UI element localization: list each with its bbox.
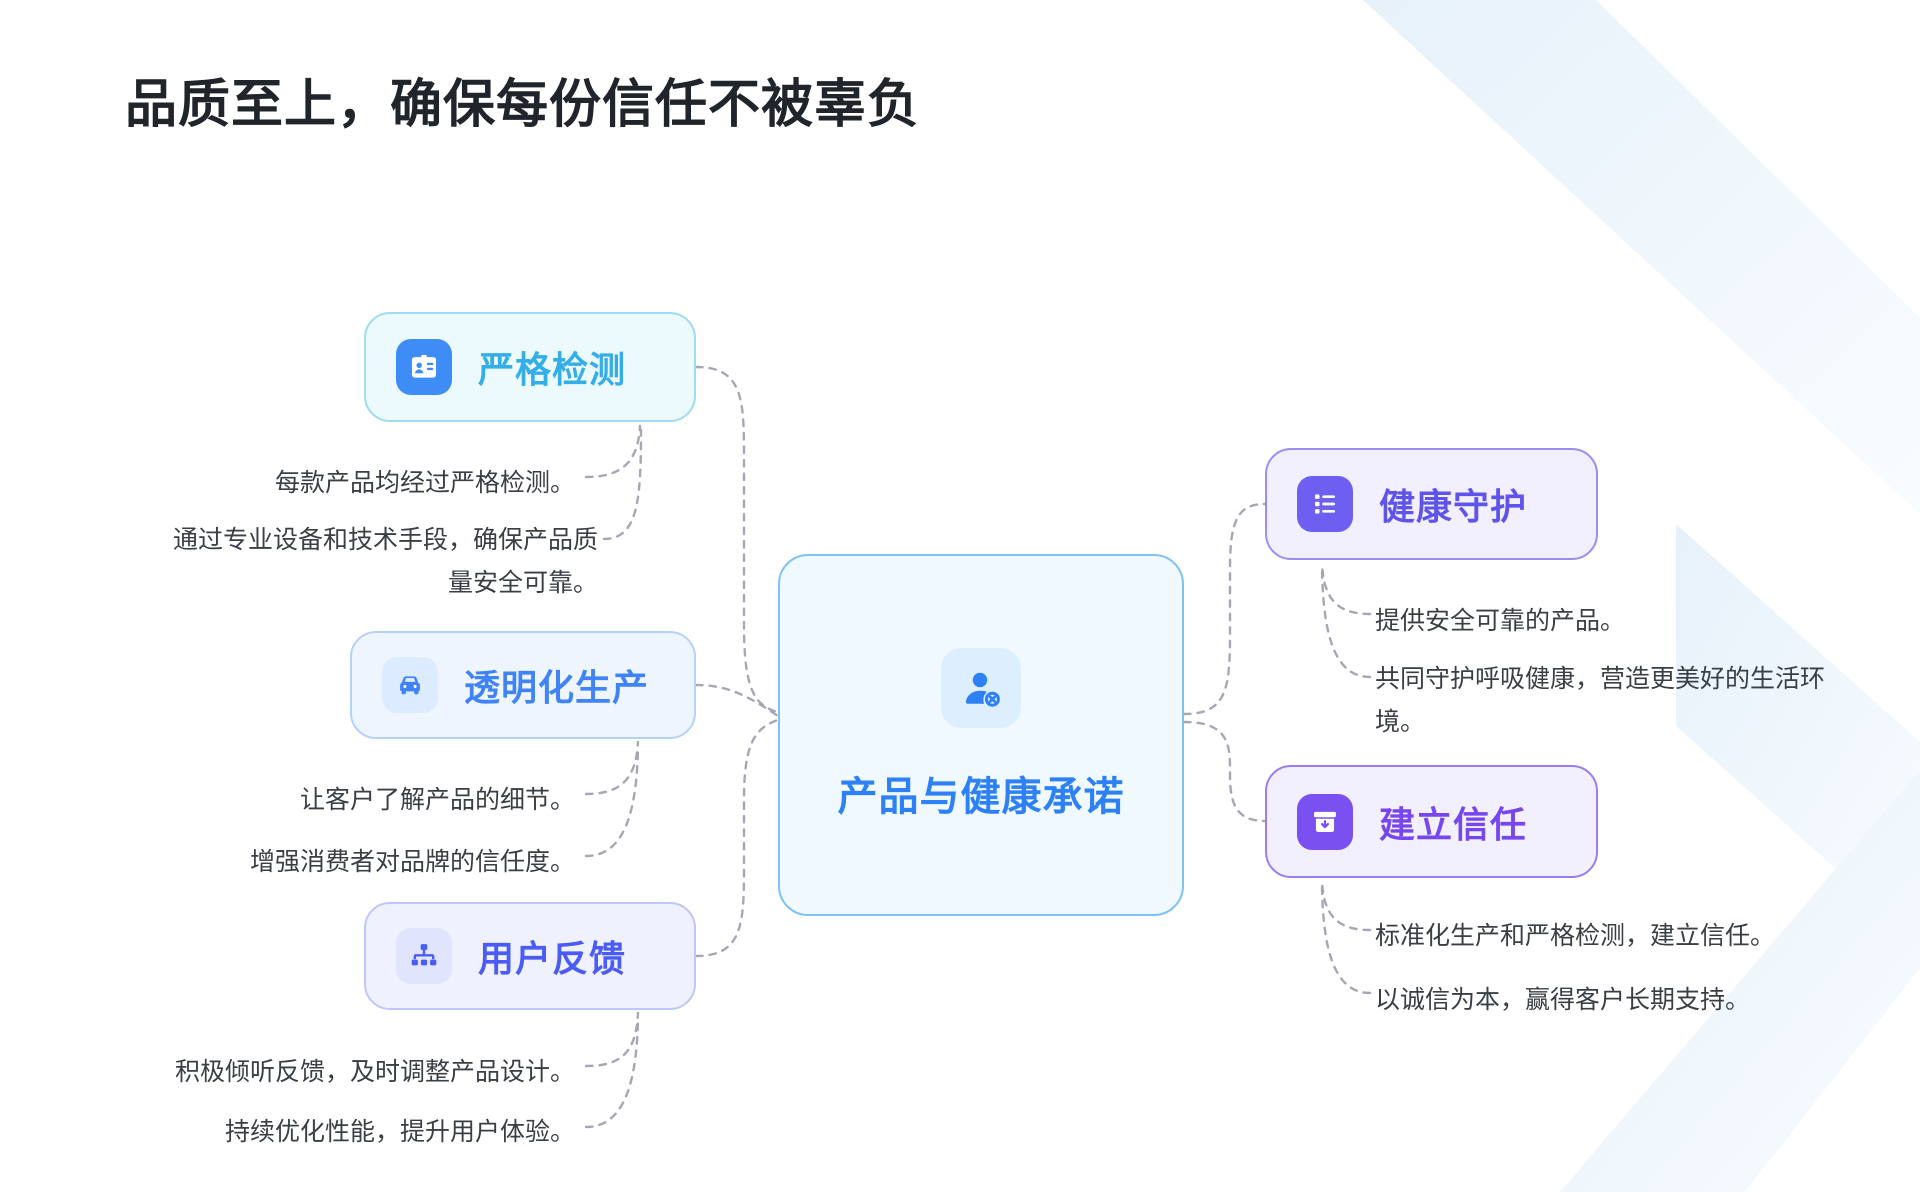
note-trust-1: 标准化生产和严格检测，建立信任。 (1375, 922, 1776, 950)
edge-feedback-to-center (694, 718, 780, 958)
edge-trust-note-1 (1320, 880, 1372, 932)
car-icon (382, 657, 438, 713)
edge-trust-note-2 (1320, 884, 1372, 995)
node-label: 健康守护 (1379, 486, 1528, 527)
node-build-trust[interactable]: 建立信任 (1265, 765, 1598, 878)
edge-feedback-note-1 (584, 1011, 640, 1068)
node-health-guard[interactable]: 健康守护 (1265, 448, 1598, 560)
node-transparent-production[interactable]: 透明化生产 (350, 631, 696, 739)
node-label: 用户反馈 (478, 938, 627, 979)
note-trust-2: 以诚信为本，赢得客户长期支持。 (1375, 986, 1751, 1014)
edge-transparent-note-2 (584, 744, 640, 858)
edge-center-to-health (1182, 502, 1267, 716)
edge-transparent-note-1 (584, 740, 640, 796)
node-label: 产品与健康承诺 (837, 775, 1125, 819)
edge-strict-to-center (694, 365, 780, 714)
node-label: 透明化生产 (464, 667, 650, 708)
node-label: 建立信任 (1379, 803, 1528, 845)
sitemap-icon (396, 928, 452, 984)
note-strict-1: 每款产品均经过严格检测。 (274, 469, 575, 497)
person-x-icon (941, 648, 1021, 728)
node-label: 严格检测 (478, 349, 627, 390)
note-health-2: 共同守护呼吸健康，营造更美好的生活环境。 (1375, 665, 1826, 736)
edge-health-note-1 (1320, 562, 1372, 616)
edge-transparent-to-center (694, 683, 780, 718)
note-feedback-1: 积极倾听反馈，及时调整产品设计。 (174, 1058, 575, 1086)
node-user-feedback[interactable]: 用户反馈 (364, 902, 696, 1010)
id-badge-icon (396, 339, 452, 395)
edge-health-note-2 (1320, 566, 1372, 679)
edge-feedback-note-2 (584, 1015, 640, 1129)
list-icon (1297, 476, 1353, 532)
note-feedback-2: 持续优化性能，提升用户体验。 (224, 1118, 575, 1146)
note-transparent-2: 增强消费者对品牌的信任度。 (249, 848, 575, 876)
edge-strict-note-2 (602, 428, 643, 541)
edge-strict-note-1 (584, 424, 642, 479)
note-strict-2: 通过专业设备和技术手段，确保产品质量安全可靠。 (172, 526, 598, 597)
node-strict-testing[interactable]: 严格检测 (364, 312, 696, 422)
note-health-1: 提供安全可靠的产品。 (1375, 607, 1626, 635)
edge-center-to-trust (1182, 720, 1267, 823)
node-center-promise[interactable]: 产品与健康承诺 (778, 554, 1184, 916)
page-title: 品质至上，确保每份信任不被辜负 (125, 76, 921, 134)
archive-box-icon (1297, 793, 1353, 850)
note-transparent-1: 让客户了解产品的细节。 (299, 786, 575, 814)
